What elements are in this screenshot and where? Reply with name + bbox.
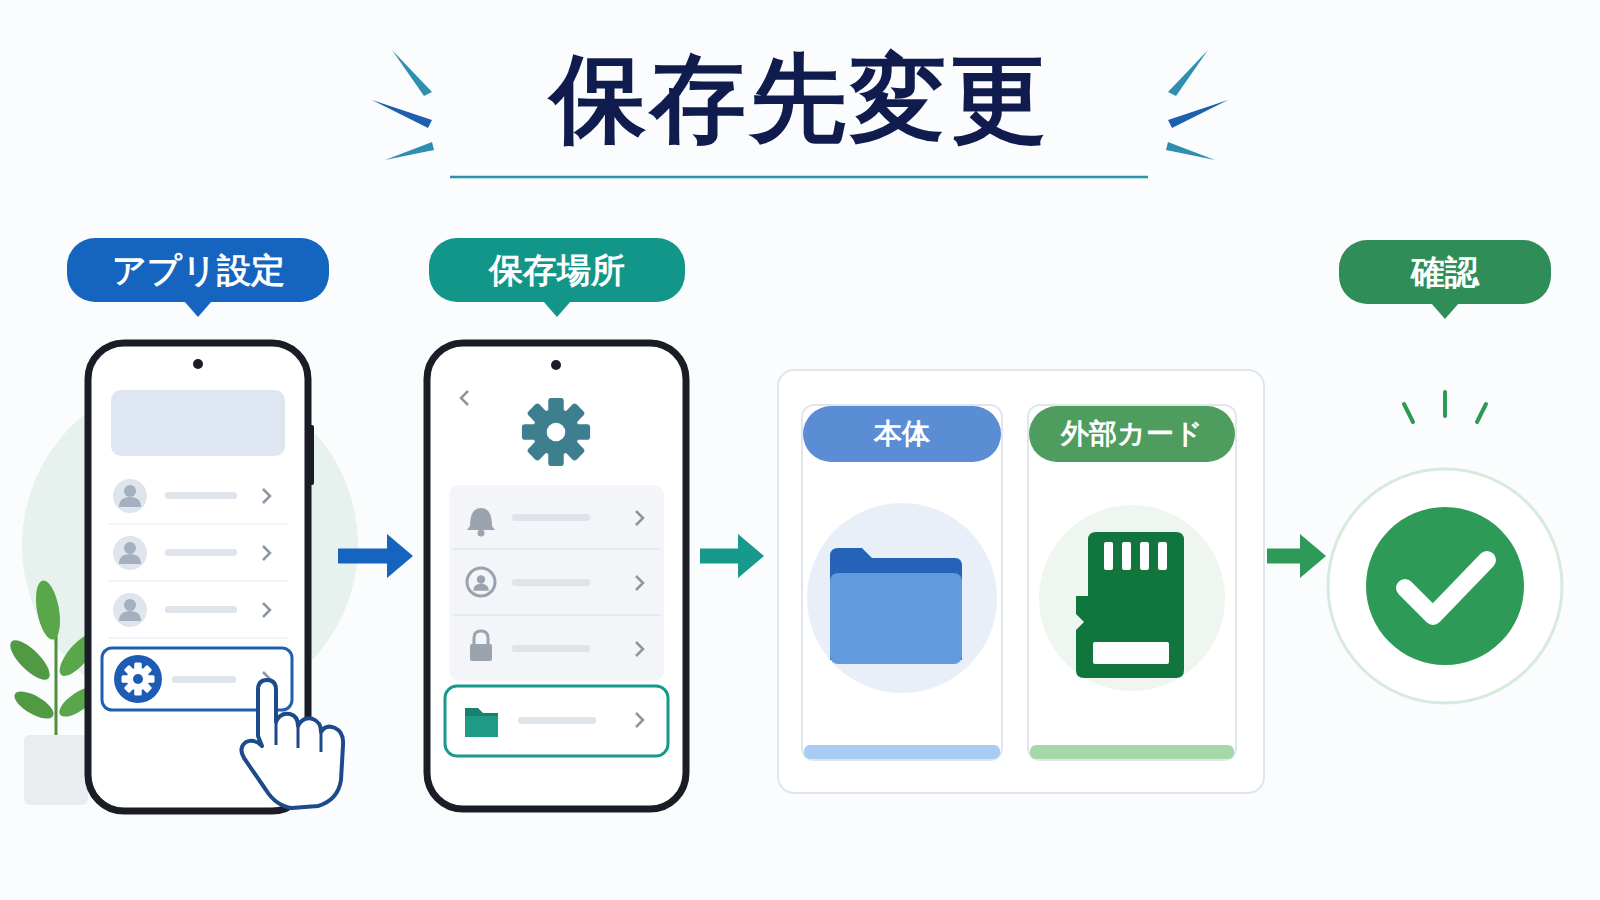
- step-label: アプリ設定: [67, 238, 329, 302]
- storage-panel: [778, 370, 1264, 793]
- storage-card: 本体: [802, 405, 1002, 760]
- card-header: 本体: [803, 406, 1001, 462]
- hand-cursor: [241, 680, 343, 808]
- storage-card: 外部カード: [1028, 405, 1236, 760]
- phone-step: アプリ設定: [88, 343, 308, 811]
- title-underline: [450, 176, 1148, 179]
- flow-arrow: [700, 534, 764, 578]
- flow-arrow: [338, 534, 413, 578]
- confirm-step: 確認: [1328, 469, 1562, 703]
- step-label: 保存場所: [429, 238, 685, 302]
- card-header: 外部カード: [1029, 406, 1235, 462]
- step-label: 確認: [1339, 240, 1551, 304]
- phone-step: 保存場所: [427, 343, 686, 809]
- flow-arrow: [1267, 534, 1326, 578]
- diagram-title: 保存先変更: [0, 34, 1600, 164]
- check-mark: [1328, 392, 1562, 703]
- phone-storage: [427, 343, 686, 809]
